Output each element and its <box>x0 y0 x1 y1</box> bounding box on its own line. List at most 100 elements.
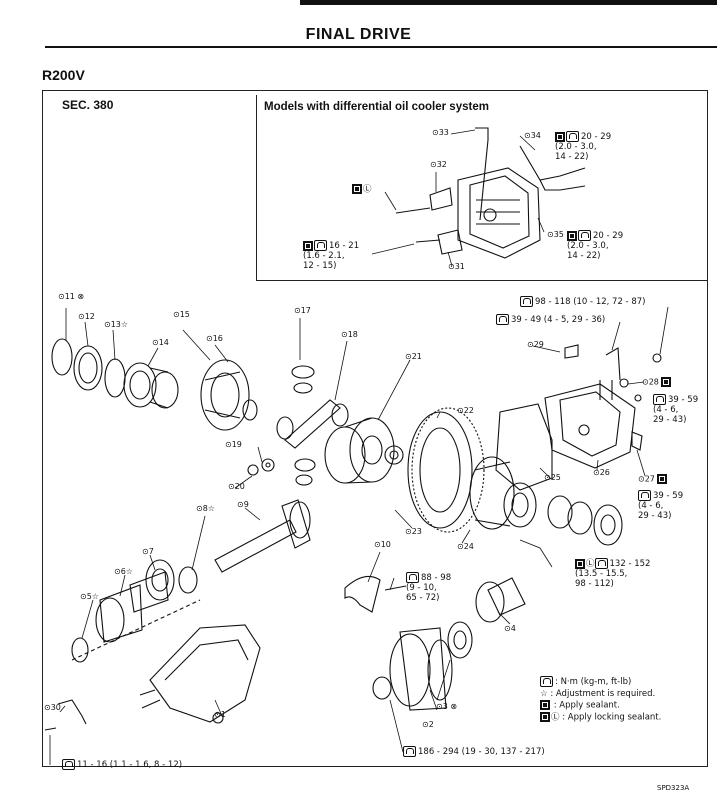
callout-part: ⊙25 <box>544 473 561 482</box>
callout-part: ⊙29 <box>527 340 544 349</box>
callout-part: ⊙23 <box>405 527 422 536</box>
stud-pair <box>599 380 613 400</box>
torque-wrench-icon <box>578 230 591 241</box>
callout-part: ⊙18 <box>341 330 358 339</box>
mounting-bracket <box>344 575 381 613</box>
inset-torque-31: 16 - 21 (1.6 - 2.1, 12 - 15) <box>303 240 360 271</box>
inset-title: Models with differential oil cooler syst… <box>264 101 489 113</box>
sealant-icon <box>661 377 672 387</box>
drain-bolt <box>44 727 57 731</box>
breather-30 <box>57 699 87 725</box>
callout-part: ⊙19 <box>225 440 242 449</box>
bracket-31 <box>437 229 463 255</box>
sealant-icon <box>657 474 668 484</box>
torque-spec-t8: 11 - 16 (1.1 - 1.6, 8 - 12) <box>62 759 182 770</box>
pinion-mate-gears <box>247 365 349 486</box>
bracket-bolt <box>384 585 407 591</box>
plug-28 <box>619 378 629 388</box>
callout-34: ⊙34 <box>524 131 541 140</box>
oil-cooler-inset <box>256 95 708 281</box>
torque-wrench-icon <box>403 746 416 757</box>
legend-adjust: ☆ : Adjustment is required. <box>540 688 656 699</box>
callout-part: ⊙10 <box>374 540 391 549</box>
torque-wrench-icon <box>62 759 75 770</box>
side-gear-drum <box>324 417 404 484</box>
callout-35: ⊙35 <box>547 230 564 239</box>
inset-locking-32: Ⓛ <box>352 184 372 195</box>
torque-spec-t3: 39 - 59 (4 - 6, 29 - 43) <box>653 394 699 425</box>
diagram-frame <box>42 90 708 767</box>
section-label: SEC. 380 <box>62 98 114 112</box>
star-icon: ☆ <box>540 688 548 699</box>
bolt-31 <box>415 239 441 243</box>
pinion-bearing-group <box>71 559 201 663</box>
torque-wrench-icon <box>496 314 509 325</box>
callout-part: ⊙7 <box>142 547 154 556</box>
torque-wrench-icon <box>594 558 608 569</box>
legend-locking: Ⓛ : Apply locking sealant. <box>540 712 661 724</box>
page-title: FINAL DRIVE <box>305 26 412 43</box>
plug-27 <box>631 431 643 451</box>
callout-part: ⊙5☆ <box>80 592 99 601</box>
callout-part: ⊙15 <box>173 310 190 319</box>
callout-part: ⊙30 <box>44 703 61 712</box>
nut <box>652 353 662 363</box>
callout-part: ⊙2 <box>422 720 434 729</box>
callout-part: ⊙27 <box>638 474 668 484</box>
torque-spec-t6: 88 - 98 (9 - 10, 65 - 72) <box>406 572 452 603</box>
stud-bolt <box>605 347 621 381</box>
rear-cover <box>544 383 636 469</box>
drive-pinion <box>214 499 311 573</box>
torque-wrench-icon <box>520 296 533 307</box>
callout-31: ⊙31 <box>448 262 465 271</box>
callout-part: ⊙8☆ <box>196 504 215 513</box>
model-label: R200V <box>42 67 85 83</box>
torque-wrench-icon <box>653 394 666 405</box>
locking-sealant-icon <box>303 240 313 251</box>
plug-washer <box>634 394 642 402</box>
oil-pipe-33 <box>475 127 489 221</box>
differential-case <box>200 359 258 431</box>
torque-spec-t4: 39 - 59 (4 - 6, 29 - 43) <box>638 490 684 521</box>
torque-wrench-icon <box>314 240 327 251</box>
gear-carrier <box>139 624 261 724</box>
breather-29 <box>564 344 579 359</box>
sealant-icon <box>567 230 577 241</box>
torque-spec-t2: 39 - 49 (4 - 5, 29 - 36) <box>496 314 605 325</box>
bracket-32 <box>429 187 453 211</box>
legend: : N·m (kg-m, ft-lb) ☆ : Adjustment is re… <box>540 676 661 724</box>
title-underline <box>45 46 717 48</box>
callout-33: ⊙33 <box>432 128 449 137</box>
callout-part: ⊙3 ⊗ <box>436 702 458 711</box>
torque-spec-t1: 98 - 118 (10 - 12, 72 - 87) <box>520 296 645 307</box>
locking-sealant-icon <box>540 712 550 722</box>
callout-part: ⊙16 <box>206 334 223 343</box>
callout-part: ⊙17 <box>294 306 311 315</box>
callout-part: ⊙20 <box>228 482 245 491</box>
callout-part: ⊙22 <box>457 406 474 415</box>
leader-lines <box>49 129 669 765</box>
torque-wrench-icon <box>540 676 553 687</box>
callout-part: ⊙13☆ <box>104 320 129 329</box>
callout-part: ⊙4 <box>504 624 516 633</box>
cooler-hoses <box>519 145 586 191</box>
callout-part: ⊙9 <box>237 500 249 509</box>
inset-torque-34: 20 - 29 (2.0 - 3.0, 14 - 22) <box>555 131 612 162</box>
top-rule <box>300 0 717 5</box>
side-bearing-group-left <box>51 338 179 409</box>
torque-wrench-icon <box>638 490 651 501</box>
callout-part: ⊙14 <box>152 338 169 347</box>
callout-part: ⊙6☆ <box>114 567 133 576</box>
callout-part: ⊙26 <box>593 468 610 477</box>
torque-wrench-icon <box>406 572 419 583</box>
viscous-case <box>469 456 623 546</box>
callout-part: ⊙1 <box>214 710 226 719</box>
figure-code: SPD323A <box>657 784 690 792</box>
legend-sealant: : Apply sealant. <box>540 700 661 712</box>
locking-sealant-icon <box>575 558 585 569</box>
callout-part: ⊙21 <box>405 352 422 361</box>
locking-sealant-icon <box>352 184 362 194</box>
oil-cooler-cover <box>457 167 541 259</box>
legend-torque: : N·m (kg-m, ft-lb) <box>540 676 661 689</box>
